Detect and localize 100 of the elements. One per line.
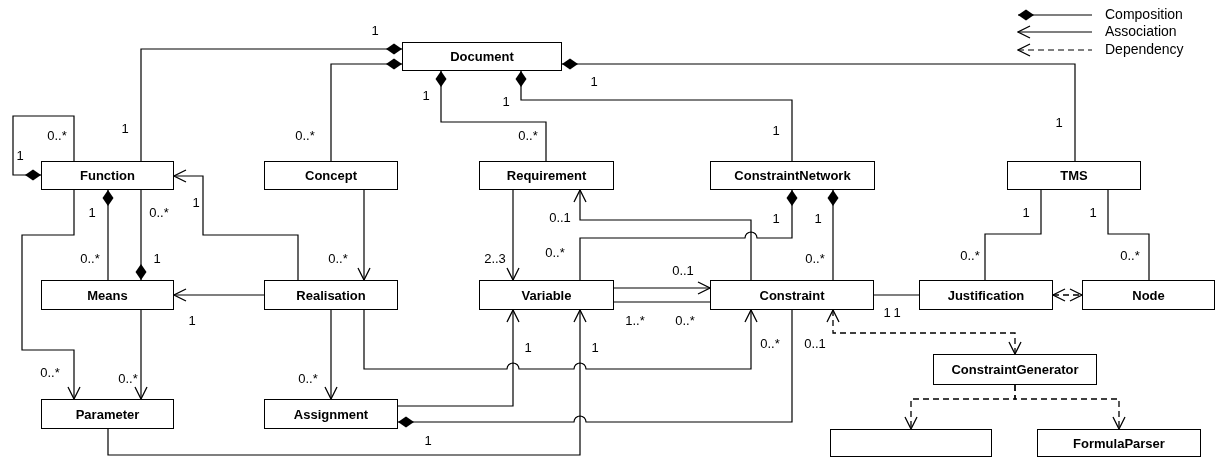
class-box xyxy=(919,280,1053,310)
multiplicity-label: 0..* xyxy=(960,248,980,262)
multiplicity-label: 0..* xyxy=(760,336,780,350)
multiplicity-label: 1 xyxy=(1022,205,1030,219)
multiplicity-label: 2..3 xyxy=(484,251,506,265)
multiplicity-label: 0..* xyxy=(1120,248,1140,262)
multiplicity-label: 0..1 xyxy=(549,210,571,224)
association-line xyxy=(1107,189,1150,281)
association-arrow xyxy=(107,309,587,456)
multiplicity-label: 1 xyxy=(121,121,129,135)
multiplicity-label: 0..* xyxy=(47,128,67,142)
class-name: Variable xyxy=(521,287,572,303)
multiplicity-label: 1 xyxy=(524,340,532,354)
multiplicity-label: 0..* xyxy=(518,128,538,142)
class-box xyxy=(1007,161,1141,190)
multiplicity-label: 1 xyxy=(883,305,891,319)
composition-connector xyxy=(579,189,798,281)
multiplicity-label: 0..* xyxy=(805,251,825,265)
class-name: FormulaParser xyxy=(1073,435,1165,451)
multiplicity-label: 0..* xyxy=(675,313,695,327)
multiplicity-label: 1 xyxy=(591,340,599,354)
legend-label: Composition xyxy=(1105,7,1183,21)
class-box xyxy=(41,161,174,190)
composition-connector xyxy=(140,43,403,162)
dependency-arrow xyxy=(826,309,1022,355)
multiplicity-label: 1 xyxy=(424,433,432,447)
class-box xyxy=(264,280,398,310)
multiplicity-label: 0..* xyxy=(545,245,565,259)
multiplicity-label: 0..* xyxy=(80,251,100,265)
association-arrow xyxy=(324,309,338,400)
multiplicity-label: 1 xyxy=(371,23,379,37)
class-box xyxy=(1037,429,1201,457)
class-box xyxy=(41,399,174,429)
multiplicity-label: 1 xyxy=(772,211,780,225)
multiplicity-label: 1 xyxy=(88,205,96,219)
association-arrow xyxy=(357,189,371,281)
multiplicity-label: 1 xyxy=(772,123,780,137)
class-box xyxy=(264,399,398,429)
multiplicity-label: 0..* xyxy=(40,365,60,379)
multiplicity-label: 1 xyxy=(814,211,822,225)
class-box xyxy=(402,42,562,71)
class-name: Realisation xyxy=(296,287,366,303)
class-name: Document xyxy=(450,49,514,64)
multiplicity-label: 1 xyxy=(422,88,430,102)
class-box xyxy=(479,280,614,310)
multiplicity-label: 1 xyxy=(192,195,200,209)
class-name: Function xyxy=(80,168,135,183)
class-name: Requirement xyxy=(506,168,587,183)
multiplicity-label: 1 xyxy=(16,148,24,162)
class-name: Constraint xyxy=(759,287,825,303)
multiplicity-label: 0..* xyxy=(149,205,169,219)
composition-connector xyxy=(135,189,147,281)
association-arrow xyxy=(397,309,520,407)
class-name: TMS xyxy=(1060,168,1088,183)
composition-connector xyxy=(102,189,114,281)
multiplicity-label: 1 xyxy=(188,313,196,327)
association-line xyxy=(613,301,711,303)
empty-class-box xyxy=(830,429,992,457)
multiplicity-label: 1 xyxy=(153,251,161,265)
association-arrow xyxy=(134,309,148,400)
multiplicity-label: 0..* xyxy=(295,128,315,142)
multiplicity-label: 0..1 xyxy=(672,263,694,277)
class-box xyxy=(41,280,174,310)
association-arrow xyxy=(613,281,711,295)
class-name: Justification xyxy=(947,287,1025,303)
association-arrow xyxy=(21,189,81,400)
association-line xyxy=(873,294,920,296)
dependency-arrow xyxy=(1052,288,1083,302)
class-box xyxy=(1082,280,1215,310)
class-box xyxy=(933,354,1097,385)
multiplicity-label: 1 xyxy=(1055,115,1063,129)
legend-label: Dependency xyxy=(1105,42,1184,56)
association-arrow xyxy=(173,288,265,302)
multiplicity-label: 1 xyxy=(590,74,598,88)
class-box xyxy=(710,280,874,310)
multiplicity-label: 1..* xyxy=(625,313,645,327)
class-box xyxy=(479,161,614,190)
composition-connector xyxy=(515,70,793,162)
association-line xyxy=(984,189,1042,281)
multiplicity-label: 0..* xyxy=(328,251,348,265)
composition-connector xyxy=(561,58,1076,162)
multiplicity-label: 1 xyxy=(1089,205,1097,219)
dependency-arrow xyxy=(1014,384,1126,430)
class-name: ConstraintGenerator xyxy=(951,362,1079,377)
association-arrow xyxy=(506,189,520,281)
composition-connector xyxy=(435,70,547,162)
class-box xyxy=(710,161,875,190)
multiplicity-label: 0..1 xyxy=(804,336,826,350)
association-arrow xyxy=(363,309,758,370)
association-arrow xyxy=(173,169,299,281)
class-name: Parameter xyxy=(75,406,140,422)
legend-label: Association xyxy=(1105,24,1177,38)
class-box xyxy=(264,161,398,190)
association-arrow xyxy=(573,189,752,281)
composition-connector xyxy=(12,115,75,181)
multiplicity-label: 0..* xyxy=(118,371,138,385)
class-name: ConstraintNetwork xyxy=(734,168,851,183)
multiplicity-label: 1 xyxy=(893,305,901,319)
multiplicity-label: 1 xyxy=(502,94,510,108)
composition-connector xyxy=(827,189,839,281)
